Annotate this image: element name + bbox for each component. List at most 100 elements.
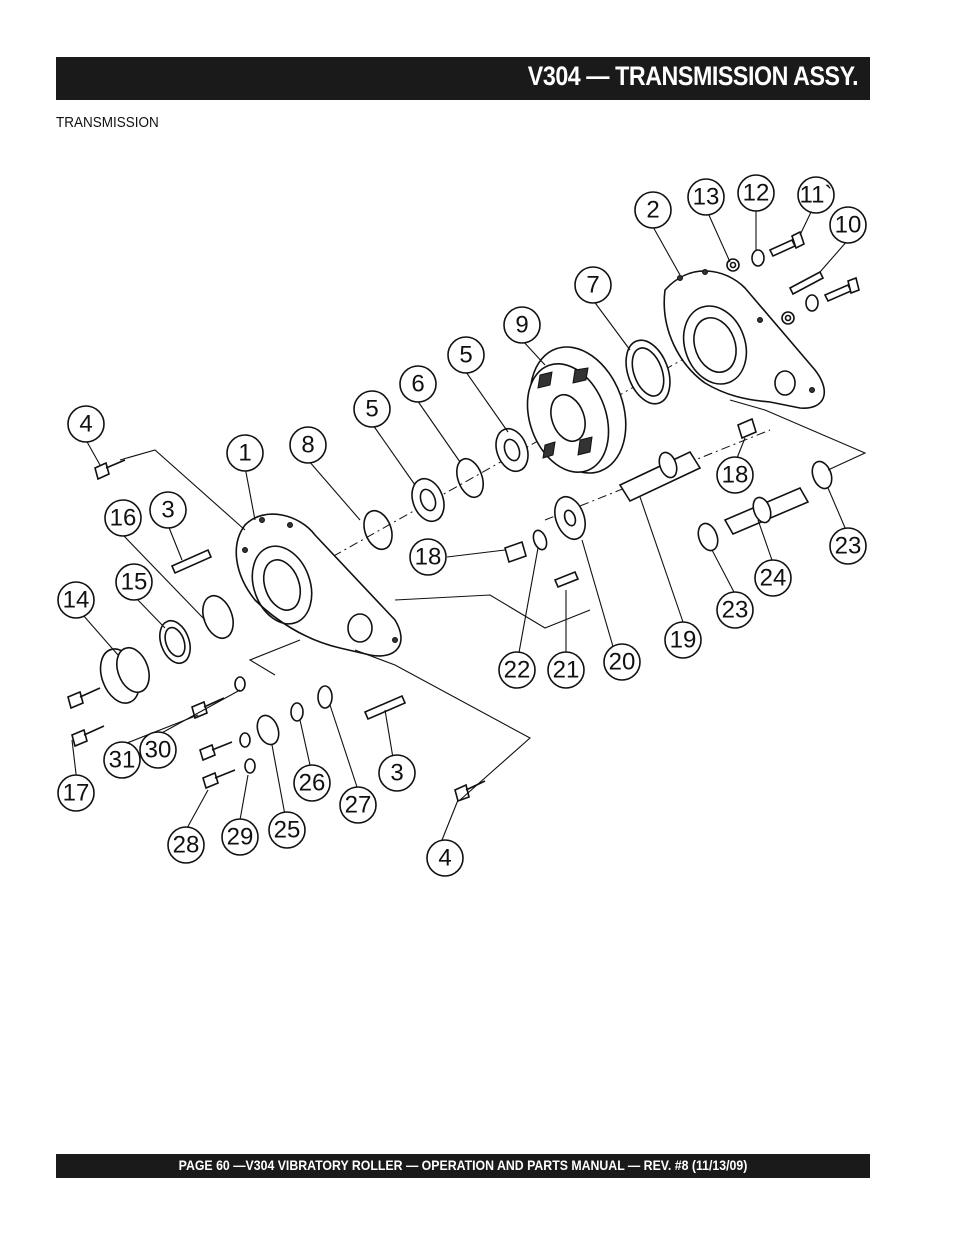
svg-text:18: 18 <box>722 462 749 489</box>
part-2-rear-case <box>663 269 826 409</box>
svg-text:4: 4 <box>438 845 451 872</box>
svg-text:11`: 11` <box>800 182 833 209</box>
part-11-bolts <box>768 230 860 303</box>
svg-text:14: 14 <box>63 587 90 614</box>
leader-lines <box>71 209 867 846</box>
page-footer-bar: PAGE 60 —V304 VIBRATORY ROLLER — OPERATI… <box>56 1154 870 1178</box>
callout-23b: 23 <box>829 527 867 565</box>
svg-text:30: 30 <box>145 737 172 764</box>
svg-text:7: 7 <box>586 272 599 299</box>
part-22-snap-ring <box>532 529 548 551</box>
callout-15: 15 <box>115 563 153 601</box>
svg-text:16: 16 <box>110 505 137 532</box>
callout-5a: 5 <box>353 390 391 428</box>
callout-14: 14 <box>57 581 95 619</box>
callout-3a: 3 <box>149 491 187 529</box>
part-23-bearings <box>697 460 833 552</box>
callout-27: 27 <box>339 786 377 824</box>
callout-30: 30 <box>139 731 177 769</box>
svg-text:18: 18 <box>415 544 442 571</box>
svg-text:15: 15 <box>121 569 148 596</box>
svg-text:10: 10 <box>835 212 862 239</box>
callout-4b: 4 <box>426 839 464 877</box>
svg-text:23: 23 <box>722 597 749 624</box>
svg-text:24: 24 <box>760 565 787 592</box>
svg-text:26: 26 <box>299 770 326 797</box>
svg-text:21: 21 <box>553 657 580 684</box>
callout-26: 26 <box>293 764 331 802</box>
callout-10: 10 <box>829 206 867 244</box>
callout-29: 29 <box>221 818 259 856</box>
svg-text:23: 23 <box>835 533 862 560</box>
part-24-output-shaft <box>723 486 810 536</box>
svg-text:17: 17 <box>63 780 90 807</box>
svg-text:27: 27 <box>345 792 372 819</box>
callout-17: 17 <box>57 774 95 812</box>
part-30-washer <box>234 676 246 692</box>
callout-3b: 3 <box>378 754 416 792</box>
part-27-o-ring <box>317 685 333 709</box>
part-1-front-case <box>235 513 402 657</box>
svg-text:3: 3 <box>161 497 174 524</box>
callout-2: 2 <box>634 191 672 229</box>
callout-4a: 4 <box>67 405 105 443</box>
callout-28: 28 <box>167 826 205 864</box>
svg-text:28: 28 <box>173 832 200 859</box>
callout-8: 8 <box>289 426 327 464</box>
part-26-seal <box>290 702 304 722</box>
callout-7: 7 <box>574 266 612 304</box>
callout-9: 9 <box>503 306 541 344</box>
part-18-bushings <box>504 417 757 564</box>
svg-text:3: 3 <box>390 760 403 787</box>
callout-22: 22 <box>498 651 536 689</box>
callout-23a: 23 <box>716 591 754 629</box>
part-20-pinion-gear <box>554 495 586 541</box>
callout-5b: 5 <box>447 336 485 374</box>
callout-12: 12 <box>737 174 775 212</box>
part-15-seal <box>159 619 191 665</box>
part-31-bolt <box>191 697 225 720</box>
svg-text:8: 8 <box>301 432 314 459</box>
part-21-key <box>553 570 580 589</box>
part-9-large-gear <box>526 346 627 474</box>
part-4-bolts <box>94 459 486 803</box>
part-25-cover <box>256 714 280 746</box>
footer-text: PAGE 60 —V304 VIBRATORY ROLLER — OPERATI… <box>178 1157 748 1173</box>
part-19-shaft <box>618 450 702 503</box>
svg-text:22: 22 <box>504 657 531 684</box>
callout-19: 19 <box>664 621 702 659</box>
part-10-dowel-pin <box>788 270 825 296</box>
part-3-dowel-pins <box>170 548 407 721</box>
part-6-snap-ring <box>456 457 484 499</box>
svg-text:5: 5 <box>459 342 472 369</box>
svg-text:25: 25 <box>274 817 301 844</box>
callout-13: 13 <box>687 178 725 216</box>
callout-24: 24 <box>754 559 792 597</box>
callout-18a: 18 <box>409 538 447 576</box>
svg-text:19: 19 <box>670 627 697 654</box>
svg-text:9: 9 <box>515 312 528 339</box>
part-5-bearing-b <box>411 477 445 523</box>
callout-31: 31 <box>103 741 141 779</box>
svg-text:4: 4 <box>79 411 92 438</box>
callout-18b: 18 <box>716 456 754 494</box>
part-14-bearing-cap <box>99 646 150 704</box>
part-12-lock-washers <box>751 249 819 312</box>
part-8-retaining-ring <box>363 509 393 551</box>
callout-20: 20 <box>603 643 641 681</box>
svg-text:31: 31 <box>109 747 136 774</box>
svg-text:13: 13 <box>693 184 720 211</box>
page-title: V304 — TRANSMISSION ASSY. <box>527 61 859 91</box>
svg-text:5: 5 <box>365 396 378 423</box>
callout-25: 25 <box>268 811 306 849</box>
callout-21: 21 <box>547 651 585 689</box>
svg-text:29: 29 <box>227 824 254 851</box>
svg-text:6: 6 <box>411 371 424 398</box>
callout-16: 16 <box>104 499 142 537</box>
part-7-ring <box>625 339 671 405</box>
callout-1: 1 <box>226 434 264 472</box>
page-header-bar: V304 — TRANSMISSION ASSY. <box>56 57 870 100</box>
part-29-lock-washers <box>239 732 256 774</box>
callout-6: 6 <box>399 365 437 403</box>
svg-text:1: 1 <box>238 440 251 467</box>
